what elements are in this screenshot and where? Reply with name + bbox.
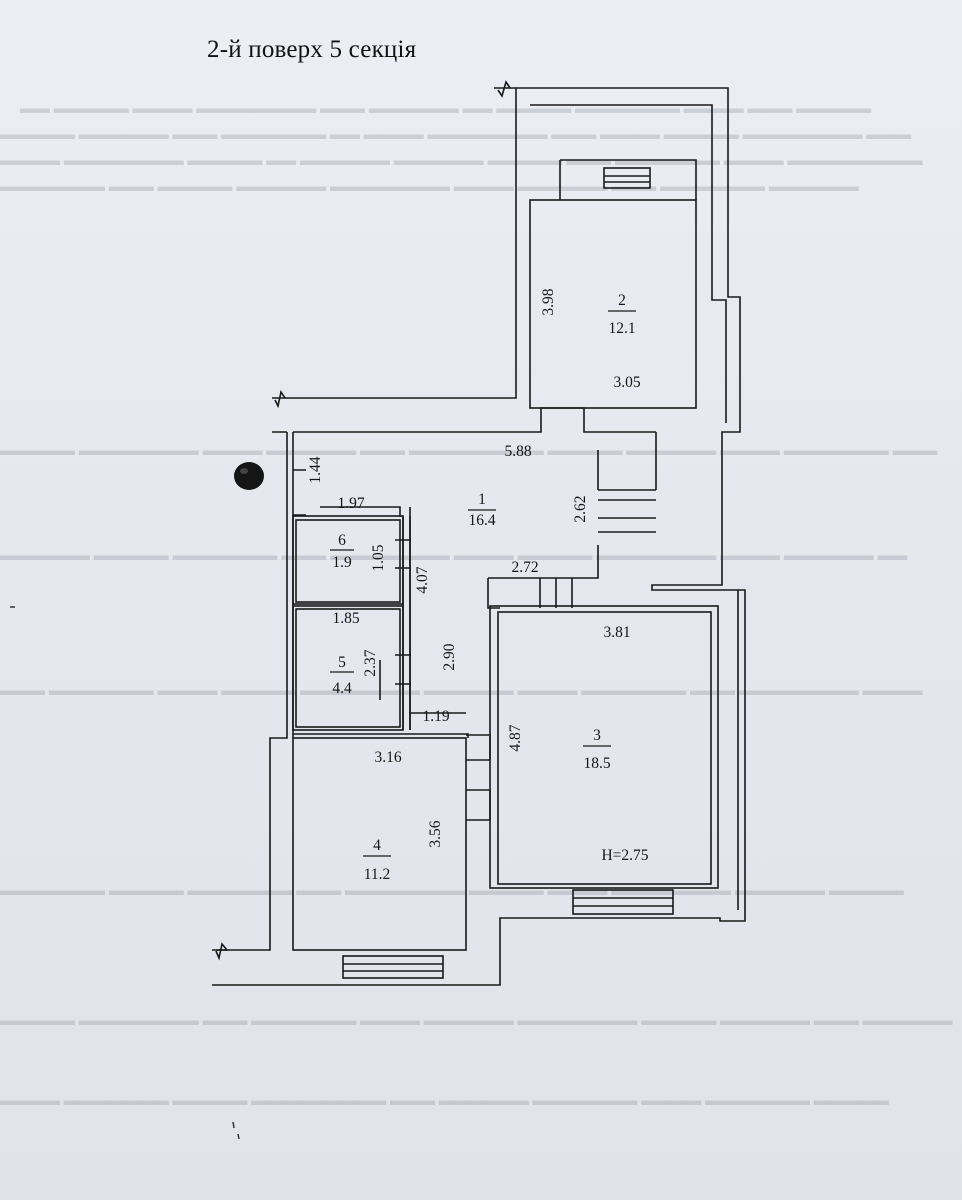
dim-room2-width: 3.05 <box>613 374 640 391</box>
room-2-outline <box>529 199 697 409</box>
dim-room5-height: 2.37 <box>362 649 379 676</box>
hall-right-wall <box>597 432 657 491</box>
room-3-wall-band <box>489 605 719 889</box>
stray-mark <box>10 606 240 1140</box>
hall-top-wall <box>293 407 656 433</box>
dim-room3-height: 4.87 <box>507 724 524 751</box>
window-room-2 <box>603 167 651 189</box>
window-room-3-lines <box>573 897 673 907</box>
ink-blot-highlight <box>240 468 248 474</box>
dim-corridor-lower: 2.90 <box>441 643 458 670</box>
dim-room6-height: 1.05 <box>370 544 387 571</box>
dim-room3-width: 3.81 <box>603 624 630 641</box>
dim-corridor-width: 1.19 <box>422 708 449 725</box>
ink-blot <box>234 462 264 490</box>
room-3-number: 3 <box>593 727 601 744</box>
dimension-labels: 3.98 3.05 5.88 1.44 1.97 2.62 2.72 1.05 … <box>307 288 649 864</box>
ceiling-height: H=2.75 <box>601 847 648 864</box>
dim-line-hall <box>293 469 401 517</box>
dim-line-corridor <box>409 507 466 730</box>
break-mark-bottom <box>212 942 229 986</box>
room-4-number: 4 <box>373 837 381 854</box>
dim-room2-height: 3.98 <box>540 288 557 315</box>
room-4-outline <box>292 737 467 951</box>
door-room-6 <box>395 539 411 569</box>
room-5-number: 5 <box>338 654 346 671</box>
door-hall-bottom <box>539 578 573 608</box>
hall-bottom-wall <box>487 545 599 609</box>
dim-room4-height: 3.56 <box>427 820 444 847</box>
break-mark-top <box>494 80 512 98</box>
room-1-area: 16.4 <box>468 512 495 529</box>
room-4-top-wall <box>293 733 469 738</box>
room-6-number: 6 <box>338 532 346 549</box>
outer-wall <box>217 87 746 986</box>
dim-hall-right: 2.62 <box>572 495 589 522</box>
room-4-right-wall <box>466 734 491 821</box>
corridor-wall <box>402 516 411 730</box>
window-room-4 <box>342 955 444 979</box>
window-room-2-lines <box>604 175 650 183</box>
room-6-area: 1.9 <box>332 554 352 571</box>
room-labels: 2 12.1 1 16.4 6 1.9 5 4.4 3 18.5 4 11.2 <box>330 292 636 883</box>
room-6-inner <box>295 519 401 603</box>
dim-hall-bottom: 2.72 <box>511 559 538 576</box>
window-room-4-lines <box>343 963 443 972</box>
dim-corridor-length: 4.07 <box>414 566 431 593</box>
outer-wall-left <box>217 432 288 951</box>
window-room-3 <box>572 889 674 915</box>
dim-hall-top: 5.88 <box>504 443 531 460</box>
room-2-upper-wall <box>559 159 697 200</box>
dim-room4-width: 3.16 <box>374 749 401 766</box>
dim-hall-left-upper: 1.44 <box>307 456 324 483</box>
dim-hall-left-width: 1.97 <box>337 495 364 512</box>
room-4-area: 11.2 <box>364 866 391 883</box>
outer-wall-inner <box>530 104 727 423</box>
door-room-5 <box>395 654 411 685</box>
room-3-area: 18.5 <box>583 755 610 772</box>
room-2-number: 2 <box>618 292 626 309</box>
outer-wall-left-top <box>285 87 517 399</box>
room-1-number: 1 <box>478 491 486 508</box>
room-5-area: 4.4 <box>332 680 352 697</box>
room-3-outline <box>497 611 712 885</box>
room-2-area: 12.1 <box>608 320 635 337</box>
page-title: 2-й поверх 5 секція <box>207 36 417 63</box>
break-mark-mid <box>272 389 287 433</box>
dim-room5-width: 1.85 <box>332 610 359 627</box>
room-5-inner <box>295 608 401 728</box>
door-hall-right <box>598 499 656 533</box>
